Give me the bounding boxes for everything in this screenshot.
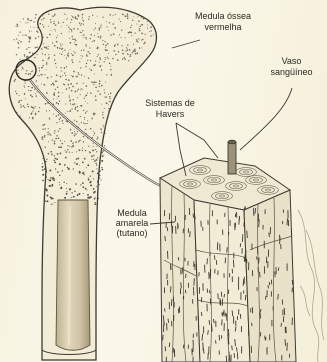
- label-red-marrow: Medula óssea vermelha: [168, 11, 278, 33]
- haversian-block: [160, 158, 296, 362]
- label-blood-vessel-line2: sangüíneo: [256, 67, 327, 78]
- blood-vessel: [228, 140, 236, 174]
- label-yellow-marrow-line2: amarela: [110, 218, 154, 228]
- label-yellow-marrow-line3: (tutano): [110, 228, 154, 238]
- label-yellow-marrow-line1: Medula: [110, 208, 154, 218]
- medullary-cavity: [56, 200, 90, 350]
- label-havers-line2: Havers: [128, 109, 212, 120]
- label-havers-line1: Sistemas de: [128, 98, 212, 109]
- background-tissue: [298, 210, 324, 362]
- label-red-marrow-line2: vermelha: [168, 22, 278, 33]
- label-havers-systems: Sistemas de Havers: [128, 98, 212, 120]
- label-yellow-marrow: Medula amarela (tutano): [110, 208, 154, 238]
- label-blood-vessel-line1: Vaso: [256, 56, 327, 67]
- label-red-marrow-line1: Medula óssea: [168, 11, 278, 22]
- label-blood-vessel: Vaso sangüíneo: [256, 56, 327, 78]
